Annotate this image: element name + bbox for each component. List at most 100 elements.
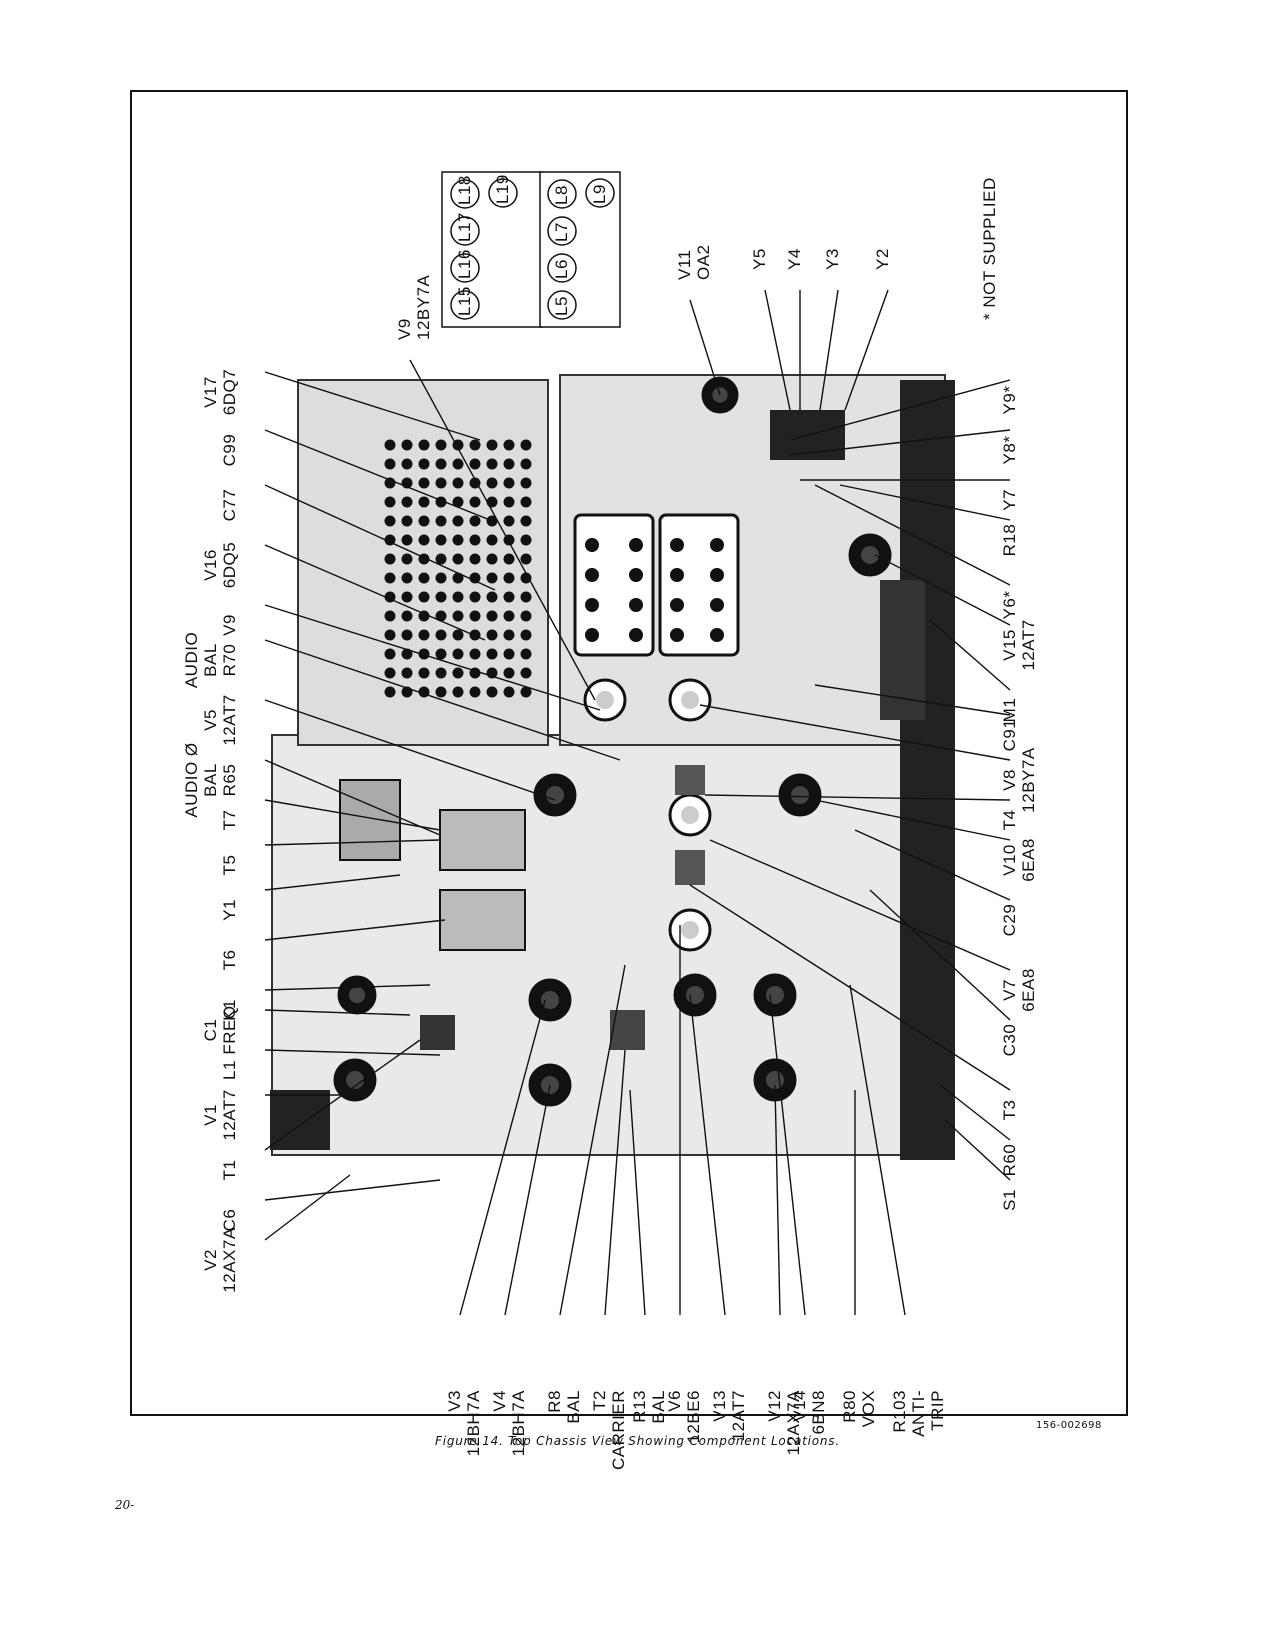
label-text: 6EA8 bbox=[1019, 968, 1038, 1012]
label-text: 6EA8 bbox=[1019, 838, 1038, 882]
page-number: 20- bbox=[115, 1498, 135, 1512]
label-text: Y9* bbox=[1000, 386, 1019, 415]
label-text: 12BY7A bbox=[1019, 747, 1038, 813]
coil-label: L18 bbox=[455, 175, 474, 205]
leader-line bbox=[689, 994, 726, 1316]
leader-line bbox=[764, 289, 791, 411]
label-r60: R60 bbox=[1000, 1144, 1019, 1177]
label-text: C30 bbox=[1000, 1024, 1019, 1057]
label-text: R60 bbox=[1000, 1144, 1019, 1177]
label-text: R80 bbox=[840, 1390, 859, 1423]
label-text: Y3 bbox=[823, 248, 842, 270]
label-text: 12AT7 bbox=[220, 1089, 239, 1140]
label-t1: T1 bbox=[220, 1160, 239, 1181]
leader-line bbox=[849, 984, 906, 1316]
leader-line bbox=[854, 829, 1011, 901]
leader-line bbox=[264, 984, 431, 991]
label-y4: Y4 bbox=[785, 248, 804, 270]
label-text: BAL bbox=[564, 1390, 583, 1424]
coil-label: L9 bbox=[590, 184, 609, 204]
coil-label: L7 bbox=[552, 222, 571, 242]
label-text: 12AX7A bbox=[220, 1227, 239, 1293]
label-text: 12AT7 bbox=[220, 694, 239, 745]
coil-label: L17 bbox=[455, 212, 474, 242]
leader-line bbox=[699, 704, 1011, 761]
leader-line bbox=[409, 359, 596, 701]
leader-line bbox=[839, 484, 1011, 521]
leader-line bbox=[869, 889, 1011, 1021]
label-text: S1 bbox=[1000, 1189, 1019, 1211]
label-text: C91 bbox=[1000, 719, 1019, 752]
label-text: V2 bbox=[201, 1249, 220, 1271]
leader-line bbox=[559, 964, 626, 1316]
label-k1: K1 bbox=[220, 999, 239, 1021]
leader-line bbox=[264, 759, 441, 836]
leader-line bbox=[264, 919, 446, 941]
leader-line bbox=[264, 699, 556, 801]
leader-line bbox=[264, 371, 481, 441]
label-text: Y2 bbox=[873, 248, 892, 270]
label-text: V10 bbox=[1000, 844, 1019, 876]
label-text: BAL bbox=[201, 763, 220, 797]
label-text: OA2 bbox=[694, 244, 713, 280]
label-text: V15 bbox=[1000, 629, 1019, 661]
label-text: V17 bbox=[201, 376, 220, 408]
label-y5: Y5 bbox=[750, 248, 769, 270]
label-text: V11 bbox=[675, 250, 694, 281]
leader-line bbox=[814, 684, 1011, 716]
label-text: AUDIO bbox=[182, 632, 201, 688]
label-text: T6 bbox=[220, 950, 239, 971]
leader-line bbox=[789, 379, 1011, 441]
label-text: 12AT7 bbox=[729, 1390, 748, 1441]
leader-line bbox=[629, 1089, 646, 1316]
speaker-grille bbox=[384, 439, 532, 698]
label-text: VOX bbox=[859, 1390, 878, 1427]
leader-line bbox=[789, 429, 1011, 456]
label-text: BAL bbox=[649, 1390, 668, 1424]
figure-caption: Figure 14. Top Chassis View Showing Comp… bbox=[435, 1434, 840, 1448]
label-text: 12BE6 bbox=[684, 1390, 703, 1444]
not-supplied-note: * NOT SUPPLIED bbox=[980, 177, 999, 320]
label-text: C29 bbox=[1000, 904, 1019, 937]
leader-line bbox=[264, 604, 601, 711]
leader-line bbox=[814, 799, 1011, 841]
figure-code: 156-002698 bbox=[1036, 1420, 1102, 1431]
label-text: FREQ bbox=[220, 1005, 239, 1054]
leader-line bbox=[819, 289, 839, 411]
label-text: T3 bbox=[1000, 1100, 1019, 1121]
coil-label: L16 bbox=[455, 249, 474, 279]
label-text: C77 bbox=[220, 489, 239, 522]
label-text: TRIP bbox=[928, 1390, 947, 1431]
label-text: T2 bbox=[590, 1390, 609, 1411]
label-text: C1 bbox=[201, 1019, 220, 1042]
label-c29: C29 bbox=[1000, 904, 1019, 937]
label-y1: Y1 bbox=[220, 899, 239, 921]
label-text: 12BY7A bbox=[414, 274, 433, 340]
label-text: V4 bbox=[490, 1390, 509, 1412]
label-text: 6BN8 bbox=[809, 1390, 828, 1435]
leader-line bbox=[459, 999, 546, 1316]
leader-line bbox=[929, 619, 1011, 691]
coil-label: L19 bbox=[493, 174, 512, 204]
label-text: V12 bbox=[765, 1390, 784, 1422]
label-text: Y8* bbox=[1000, 436, 1019, 465]
coil-label: L15 bbox=[455, 286, 474, 316]
coil-label: L8 bbox=[552, 185, 571, 205]
leader-line bbox=[504, 1084, 551, 1316]
label-y7: Y7 bbox=[1000, 489, 1019, 511]
leader-line bbox=[264, 639, 621, 761]
label-y8: Y8* bbox=[1000, 436, 1019, 465]
leader-line bbox=[944, 1119, 1011, 1181]
leader-line bbox=[264, 1179, 441, 1201]
label-text: R70 bbox=[220, 644, 239, 677]
